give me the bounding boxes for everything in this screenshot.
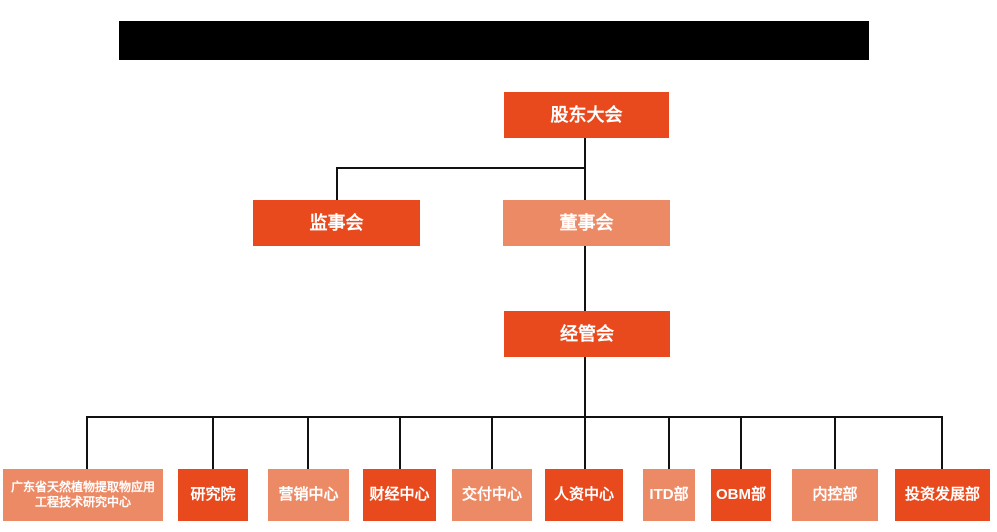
connector-line <box>584 246 586 312</box>
node-dept-internal-control: 内控部 <box>792 469 878 521</box>
connector-line <box>941 417 943 470</box>
connector-line <box>834 417 836 470</box>
connector-line <box>668 417 670 470</box>
connector-line <box>584 357 586 418</box>
connector-line <box>307 417 309 470</box>
node-dept-research-center: 广东省天然植物提取物应用工程技术研究中心 <box>3 469 163 521</box>
connector-line <box>584 138 586 201</box>
connector-line <box>86 417 88 470</box>
node-dept-obm: OBM部 <box>711 469 771 521</box>
node-shareholders-meeting: 股东大会 <box>504 92 669 138</box>
connector-line <box>212 417 214 470</box>
node-dept-hr-center: 人资中心 <box>545 469 623 521</box>
node-board-of-directors: 董事会 <box>503 200 670 246</box>
redacted-title-bar <box>119 21 869 60</box>
node-supervisory-board: 监事会 <box>253 200 420 246</box>
node-dept-itd: ITD部 <box>643 469 695 521</box>
node-dept-delivery-center: 交付中心 <box>452 469 532 521</box>
connector-line <box>86 416 943 418</box>
node-dept-marketing-center: 营销中心 <box>268 469 349 521</box>
connector-line <box>491 417 493 470</box>
node-dept-research-institute: 研究院 <box>178 469 248 521</box>
node-dept-finance-center: 财经中心 <box>363 469 436 521</box>
connector-line <box>399 417 401 470</box>
node-dept-investment-development: 投资发展部 <box>895 469 990 521</box>
connector-line <box>584 417 586 470</box>
node-management-committee: 经管会 <box>504 311 670 357</box>
connector-line <box>740 417 742 470</box>
connector-line <box>336 167 586 169</box>
connector-line <box>336 167 338 201</box>
